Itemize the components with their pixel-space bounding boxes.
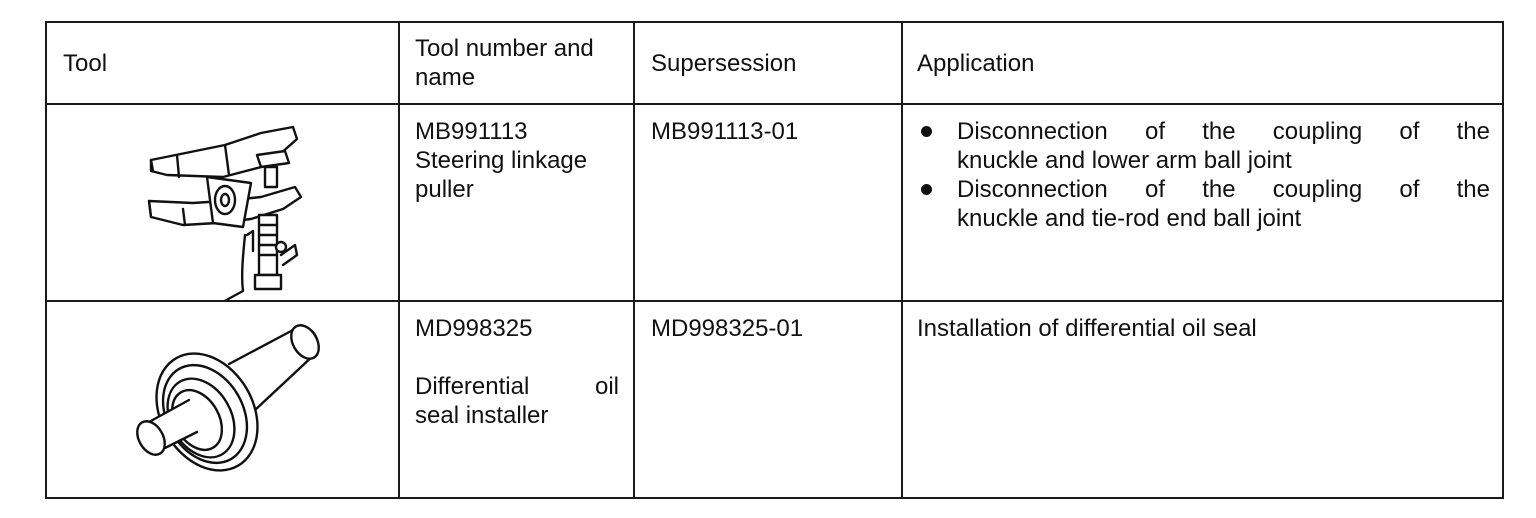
header-tool-number-line1: Tool number and — [415, 35, 594, 62]
list-item: Disconnection of the coupling of the knu… — [903, 117, 1502, 175]
application-line2: knuckle and tie-rod end ball joint — [957, 205, 1302, 232]
tool-number: MD998325 — [415, 315, 533, 342]
tool-number-cell: MB991113 Steering linkage puller — [398, 103, 635, 302]
tool-name-line1: Steering linkage — [415, 147, 588, 174]
header-tool: Tool — [45, 21, 400, 105]
table-row: MB991113 Steering linkage puller MB99111… — [45, 103, 1504, 302]
list-item: Disconnection of the coupling of the knu… — [903, 175, 1502, 233]
tool-number: MB991113 — [415, 118, 528, 145]
application-line1: Disconnection of the coupling of the — [957, 176, 1490, 203]
application-cell: Installation of differential oil seal — [901, 300, 1504, 499]
application-line1: Disconnection of the coupling of the — [957, 118, 1490, 145]
tool-image-cell — [45, 103, 400, 302]
table-header-row: Tool Tool number and name Supersession A… — [45, 21, 1504, 105]
application-line2: knuckle and lower arm ball joint — [957, 147, 1292, 174]
header-application: Application — [901, 21, 1504, 105]
header-tool-number-and-name: Tool number and name — [398, 21, 635, 105]
bullet-icon — [921, 184, 932, 195]
supersession-value: MD998325-01 — [651, 315, 804, 342]
tool-name-line1: Differential oil — [415, 373, 619, 400]
bullet-icon — [921, 126, 932, 137]
supersession-cell: MB991113-01 — [633, 103, 903, 302]
supersession-value: MB991113-01 — [651, 118, 799, 145]
special-tools-table: Tool Tool number and name Supersession A… — [45, 21, 1504, 499]
steering-linkage-puller-drawing — [147, 125, 303, 300]
application-list: Disconnection of the coupling of the knu… — [903, 117, 1502, 233]
table-row: MD998325 Differential oil seal installer… — [45, 300, 1504, 499]
supersession-cell: MD998325-01 — [633, 300, 903, 499]
application-cell: Disconnection of the coupling of the knu… — [901, 103, 1504, 302]
application-text: Installation of differential oil seal — [917, 315, 1257, 342]
tool-number-cell: MD998325 Differential oil seal installer — [398, 300, 635, 499]
header-tool-number-line2: name — [415, 64, 476, 91]
differential-oil-seal-installer-drawing — [136, 324, 320, 472]
header-supersession: Supersession — [633, 21, 903, 105]
tool-name-line2: seal installer — [415, 402, 549, 429]
tool-name-line2: puller — [415, 176, 474, 203]
tool-image-cell — [45, 300, 400, 499]
